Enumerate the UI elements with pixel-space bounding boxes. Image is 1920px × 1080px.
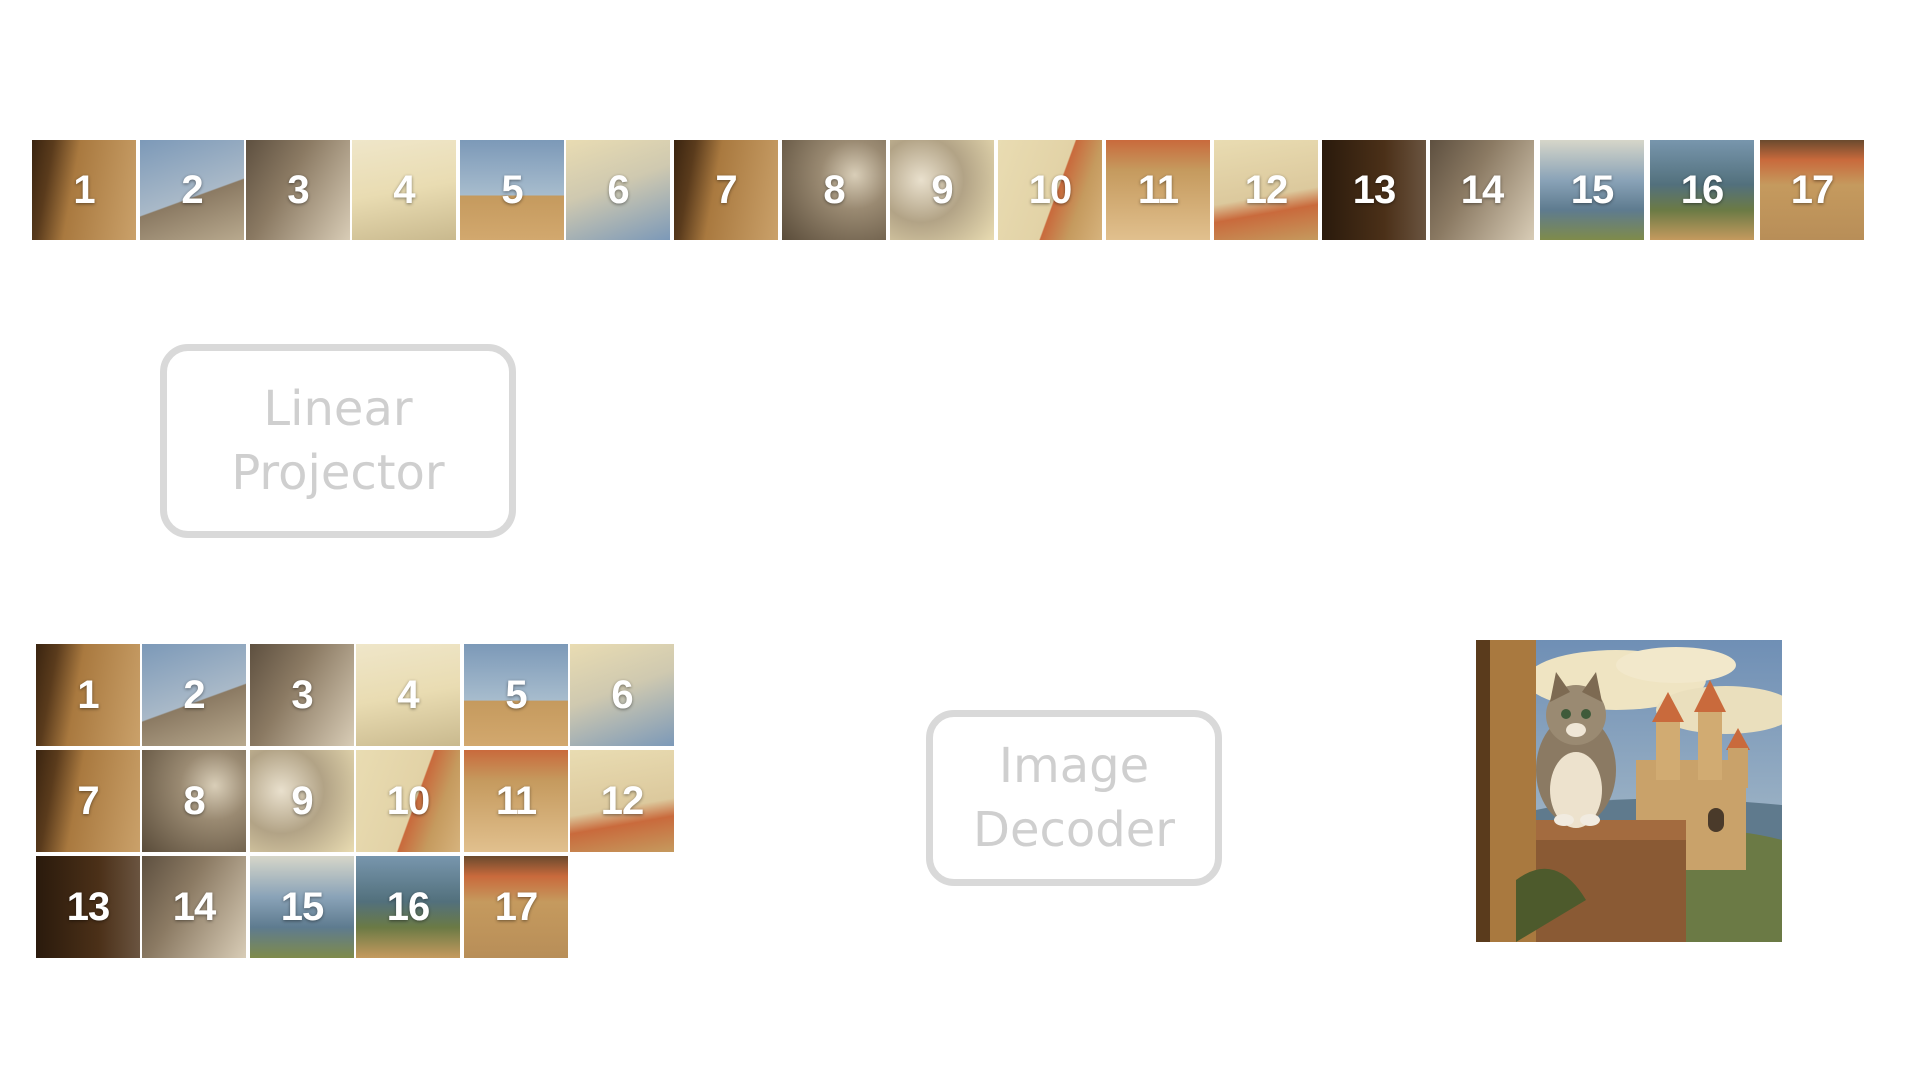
patch-number: 5 [505, 672, 527, 717]
strip-patch-16: 16 [1650, 140, 1754, 240]
linear-projector-label-1: Linear [263, 381, 413, 437]
strip-patch-10: 10 [998, 140, 1102, 240]
patch-number: 8 [823, 167, 845, 212]
patch-number: 11 [495, 778, 537, 823]
patch-number: 10 [1028, 167, 1073, 212]
patch-number: 13 [1352, 167, 1397, 212]
strip-patch-5: 5 [460, 140, 564, 240]
grid-patch-10: 10 [356, 750, 460, 852]
patch-number: 6 [607, 167, 629, 212]
grid-patch-5: 5 [464, 644, 568, 746]
strip-patch-3: 3 [246, 140, 350, 240]
strip-patch-9: 9 [890, 140, 994, 240]
grid-patch-4: 4 [356, 644, 460, 746]
grid-patch-15: 15 [250, 856, 354, 958]
strip-patch-13: 13 [1322, 140, 1426, 240]
patch-number: 9 [291, 778, 313, 823]
patch-number: 2 [181, 167, 203, 212]
reconstructed-image [1476, 640, 1782, 942]
grid-patch-14: 14 [142, 856, 246, 958]
patch-number: 15 [1570, 167, 1615, 212]
patch-number: 1 [73, 167, 95, 212]
patch-number: 7 [715, 167, 737, 212]
image-decoder-label-2: Decoder [973, 802, 1175, 858]
strip-patch-2: 2 [140, 140, 244, 240]
patch-number: 5 [501, 167, 523, 212]
grid-patch-9: 9 [250, 750, 354, 852]
strip-patch-11: 11 [1106, 140, 1210, 240]
grid-patch-2: 2 [142, 644, 246, 746]
patch-number: 9 [931, 167, 953, 212]
grid-patch-3: 3 [250, 644, 354, 746]
grid-patch-1: 1 [36, 644, 140, 746]
strip-patch-15: 15 [1540, 140, 1644, 240]
patch-number: 13 [66, 884, 111, 929]
patch-number: 10 [386, 778, 431, 823]
patch-number: 17 [494, 884, 539, 929]
strip-patch-12: 12 [1214, 140, 1318, 240]
linear-projector-label-2: Projector [231, 445, 445, 501]
patch-number: 11 [1137, 167, 1179, 212]
patch-number: 4 [397, 672, 419, 717]
cat-castle-icon [1476, 640, 1782, 942]
grid-patch-17: 17 [464, 856, 568, 958]
patch-number: 12 [1244, 167, 1289, 212]
image-decoder-box: Image Decoder [926, 710, 1222, 886]
strip-patch-7: 7 [674, 140, 778, 240]
patch-number: 1 [77, 672, 99, 717]
grid-patch-12: 12 [570, 750, 674, 852]
patch-number: 17 [1790, 167, 1835, 212]
grid-patch-11: 11 [464, 750, 568, 852]
patch-number: 2 [183, 672, 205, 717]
image-decoder-label-1: Image [998, 738, 1150, 794]
grid-patch-6: 6 [570, 644, 674, 746]
strip-patch-14: 14 [1430, 140, 1534, 240]
patch-number: 3 [287, 167, 309, 212]
grid-patch-8: 8 [142, 750, 246, 852]
strip-patch-17: 17 [1760, 140, 1864, 240]
grid-patch-16: 16 [356, 856, 460, 958]
grid-patch-13: 13 [36, 856, 140, 958]
strip-patch-4: 4 [352, 140, 456, 240]
strip-patch-1: 1 [32, 140, 136, 240]
patch-number: 4 [393, 167, 415, 212]
patch-number: 8 [183, 778, 205, 823]
patch-number: 7 [77, 778, 99, 823]
patch-number: 6 [611, 672, 633, 717]
patch-number: 16 [1680, 167, 1725, 212]
patch-number: 14 [172, 884, 217, 929]
patch-number: 12 [600, 778, 645, 823]
grid-patch-7: 7 [36, 750, 140, 852]
patch-number: 16 [386, 884, 431, 929]
patch-number: 3 [291, 672, 313, 717]
patch-number: 14 [1460, 167, 1505, 212]
patch-number: 15 [280, 884, 325, 929]
strip-patch-6: 6 [566, 140, 670, 240]
linear-projector-box: Linear Projector [160, 344, 516, 538]
strip-patch-8: 8 [782, 140, 886, 240]
